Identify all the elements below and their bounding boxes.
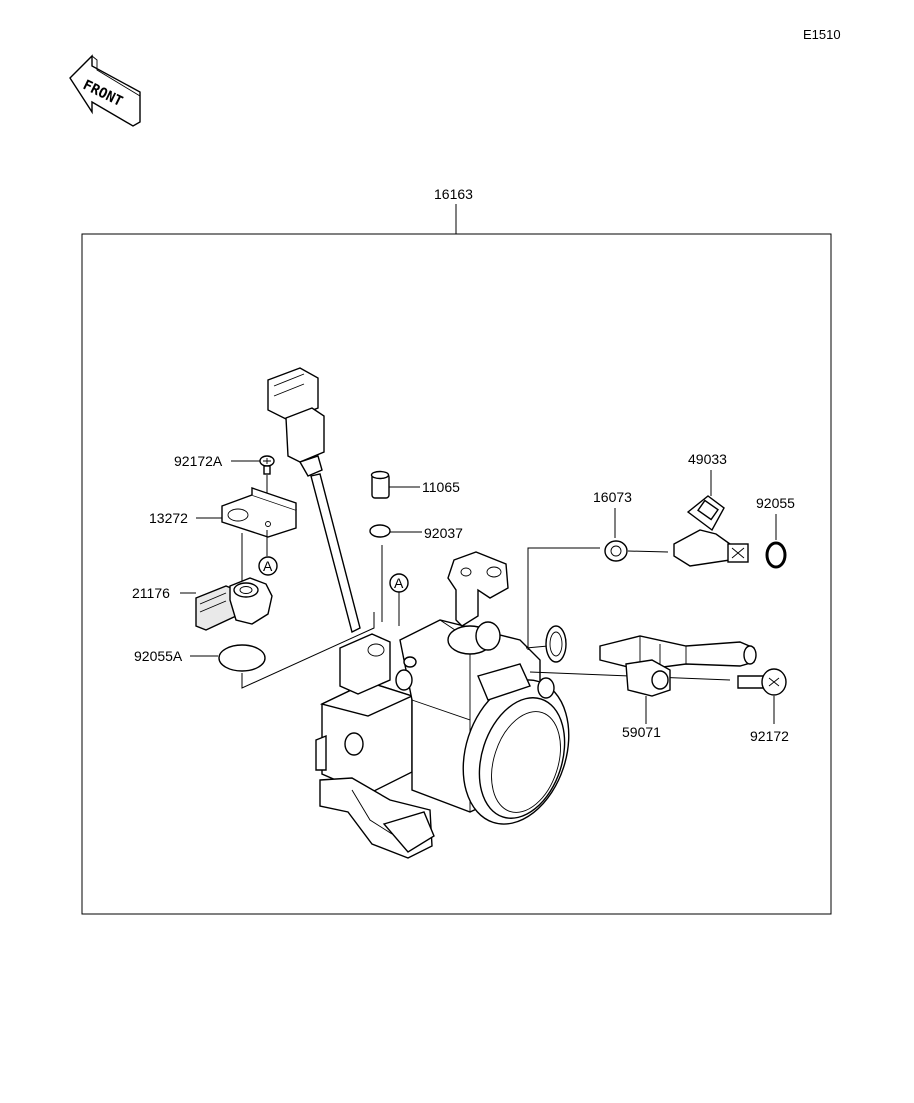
- fitting-59071: [599, 635, 757, 697]
- svg-text:A: A: [263, 558, 273, 574]
- oring-92055: [765, 541, 787, 569]
- label-92055A: 92055A: [134, 648, 183, 664]
- sensor-21176: [195, 577, 273, 631]
- oring-92055A: [218, 644, 266, 672]
- label-16073: 16073: [593, 489, 632, 505]
- label-16163: 16163: [434, 186, 473, 202]
- label-92055: 92055: [756, 495, 795, 511]
- screw-92172A: [259, 455, 275, 475]
- oring-92037: [369, 524, 391, 538]
- cap-11065: [370, 470, 390, 499]
- label-49033: 49033: [688, 451, 727, 467]
- bracket-13272: [221, 487, 297, 538]
- label-92172A: 92172A: [174, 453, 223, 469]
- label-13272: 13272: [149, 510, 188, 526]
- bolt-92172: [737, 668, 787, 696]
- diagram-code: E1510: [803, 27, 841, 42]
- cable-connector: [267, 367, 361, 634]
- washer-16073: [604, 540, 628, 562]
- callout-a-marker: [258, 556, 278, 576]
- label-92172: 92172: [750, 728, 789, 744]
- svg-text:A: A: [394, 575, 404, 591]
- label-59071: 59071: [622, 724, 661, 740]
- idle-adjuster: [525, 625, 567, 663]
- label-11065: 11065: [422, 479, 460, 495]
- assembly-frame: [81, 233, 832, 915]
- label-92037: 92037: [424, 525, 463, 541]
- throttle-body: [315, 551, 570, 859]
- injector-49033: [673, 495, 749, 567]
- label-21176: 21176: [132, 585, 170, 601]
- front-arrow-icon: FRONT: [69, 54, 141, 127]
